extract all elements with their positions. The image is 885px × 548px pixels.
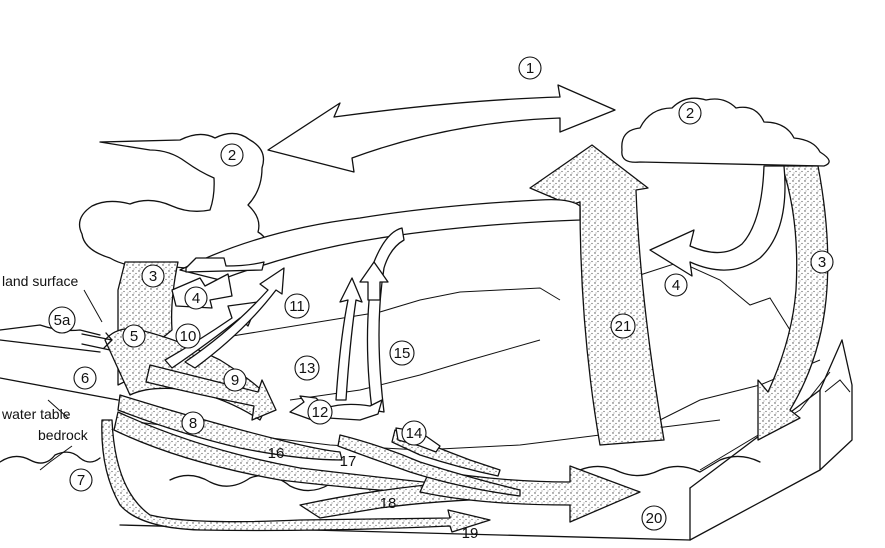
callout-16: 16 (268, 445, 285, 462)
callout-19: 19 (462, 525, 479, 542)
callouts: 1 2 2 3 3 4 4 5 5a 6 7 8 9 10 11 12 13 (48, 56, 834, 542)
cloud-right (621, 97, 830, 167)
callout-11-circle (284, 293, 310, 319)
callout-12: 12 (312, 404, 329, 421)
right-hills (639, 261, 811, 346)
callout-4-left: 4 (192, 290, 200, 307)
callout-15-circle (389, 340, 415, 366)
callout-12-circle (307, 399, 333, 425)
callout-7: 7 (77, 472, 85, 489)
callout-20-circle (641, 505, 667, 531)
callout-8-circle (181, 411, 205, 435)
callout-2-left-circle (220, 143, 244, 167)
callout-1: 1 (526, 60, 534, 77)
callout-3-left: 3 (149, 268, 157, 285)
leader-land-surface (83, 289, 103, 323)
arrow-21-ocean-evaporation (529, 144, 665, 446)
arrow-11-transpiration (184, 267, 285, 369)
far-hills (219, 287, 561, 339)
label-bedrock: bedrock (38, 427, 89, 443)
callout-3-right: 3 (818, 254, 826, 271)
callout-6: 6 (81, 370, 89, 387)
callout-4-right: 4 (672, 277, 680, 294)
callout-20: 20 (646, 510, 663, 527)
callout-21-circle (610, 313, 636, 339)
callout-10-circle (175, 323, 201, 349)
block-strata-right-2 (824, 379, 851, 393)
callout-3-right-circle (810, 250, 834, 274)
block-strata-right (699, 371, 831, 471)
callout-13: 13 (299, 360, 316, 377)
stream-channel-17 (337, 434, 521, 497)
callout-5a-circle (48, 306, 76, 334)
callout-5: 5 (130, 328, 138, 345)
arrow-5a-infiltration (81, 332, 113, 349)
callout-14-circle (401, 420, 427, 446)
callout-13-circle (294, 355, 320, 381)
callout-3-left-circle (141, 264, 165, 288)
callout-18: 18 (380, 495, 397, 512)
callout-2-left: 2 (228, 147, 236, 164)
label-land-surface: land surface (2, 273, 78, 289)
block-right-face-line (819, 339, 853, 471)
arrow-5a-infiltration-2 (81, 343, 111, 351)
callout-2-right: 2 (686, 105, 694, 122)
arrow-19-deep-flow (101, 419, 491, 533)
leader-bedrock (39, 445, 73, 471)
callout-1-circle (518, 56, 542, 80)
arrow-15-down (359, 261, 389, 301)
callout-9: 9 (231, 372, 239, 389)
callout-4-right-circle (664, 273, 688, 297)
label-water-table: water table (1, 406, 71, 422)
callout-8: 8 (189, 415, 197, 432)
arrow-13-evaporation-stream (335, 277, 363, 401)
bedrock-right (579, 455, 761, 477)
block-back-right-side (689, 389, 821, 541)
callout-15: 15 (394, 345, 411, 362)
callout-10: 10 (180, 328, 197, 345)
left-block-top (0, 339, 101, 353)
arrow-4-right-evaporation (649, 165, 786, 277)
callout-6-circle (73, 366, 97, 390)
callout-21: 21 (615, 318, 632, 335)
callout-5-circle (122, 324, 146, 348)
arrow-8-interflow (117, 394, 343, 461)
callout-2-right-circle (678, 101, 702, 125)
leader-water-table (47, 399, 69, 419)
arrow-9-surface-runoff (145, 364, 277, 421)
callout-7-circle (69, 468, 93, 492)
callout-5a: 5a (54, 312, 71, 329)
mid-ground-line (289, 339, 541, 401)
callout-17: 17 (340, 453, 357, 470)
left-block-edge (0, 377, 119, 401)
arrow-15-loop (366, 227, 405, 413)
arrow-1-atmospheric-transport (267, 84, 616, 173)
arrow-up-to-cloud (185, 257, 265, 273)
bedrock-left (0, 451, 101, 464)
land-surface-edge (0, 324, 101, 336)
callout-14: 14 (406, 425, 423, 442)
callout-4-left-circle (184, 286, 208, 310)
arrow-continental-moisture (179, 198, 581, 281)
callout-11: 11 (289, 298, 305, 315)
callout-9-circle (223, 368, 247, 392)
